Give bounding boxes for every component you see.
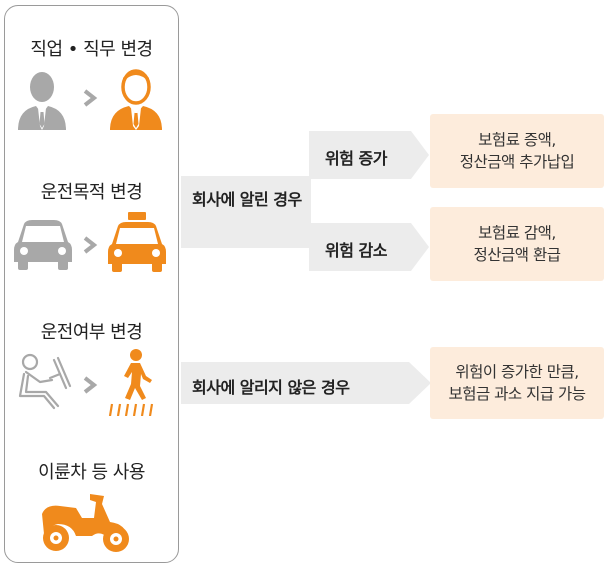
category-label-motorcycle: 이륜차 등 사용 bbox=[38, 462, 145, 483]
category-label-purpose: 운전목적 변경 bbox=[40, 182, 143, 203]
category-label-driving: 운전여부 변경 bbox=[40, 322, 143, 343]
not-notified-label: 회사에 알리지 않은 경우 bbox=[192, 378, 350, 397]
result-decrease-line2: 정산금액 환급 bbox=[473, 246, 562, 264]
result-increase-line2: 정산금액 추가납입 bbox=[459, 153, 575, 171]
person-orange-icon bbox=[110, 69, 162, 130]
pedestrian-orange-icon bbox=[108, 349, 154, 416]
category-label-job: 직업 • 직무 변경 bbox=[30, 39, 153, 60]
car-gray-icon bbox=[14, 220, 72, 270]
chevron-right-icon bbox=[83, 89, 98, 107]
result-not-notified-line1: 위험이 증가한 만큼, bbox=[455, 363, 579, 381]
notified-branch-arrows bbox=[181, 131, 429, 271]
chevron-right-icon bbox=[83, 236, 98, 254]
chevron-right-icon bbox=[83, 376, 98, 394]
result-not-notified-line2: 보험금 과소 지급 가능 bbox=[448, 385, 586, 403]
notified-label: 회사에 알린 경우 bbox=[192, 190, 302, 209]
taxi-orange-icon bbox=[108, 212, 166, 272]
driver-outline-icon bbox=[18, 353, 72, 410]
result-not-notified: 위험이 증가한 만큼, 보험금 과소 지급 가능 bbox=[430, 347, 604, 419]
scooter-orange-icon bbox=[42, 494, 129, 552]
person-gray-icon bbox=[18, 72, 66, 130]
risk-increase-label: 위험 증가 bbox=[325, 149, 387, 168]
result-decrease-line1: 보험료 감액, bbox=[478, 224, 556, 242]
result-increase: 보험료 증액, 정산금액 추가납입 bbox=[430, 114, 604, 188]
result-decrease: 보험료 감액, 정산금액 환급 bbox=[430, 207, 604, 281]
not-notified-arrow bbox=[181, 362, 431, 404]
result-increase-line1: 보험료 증액, bbox=[478, 131, 556, 149]
risk-decrease-label: 위험 감소 bbox=[325, 241, 387, 260]
